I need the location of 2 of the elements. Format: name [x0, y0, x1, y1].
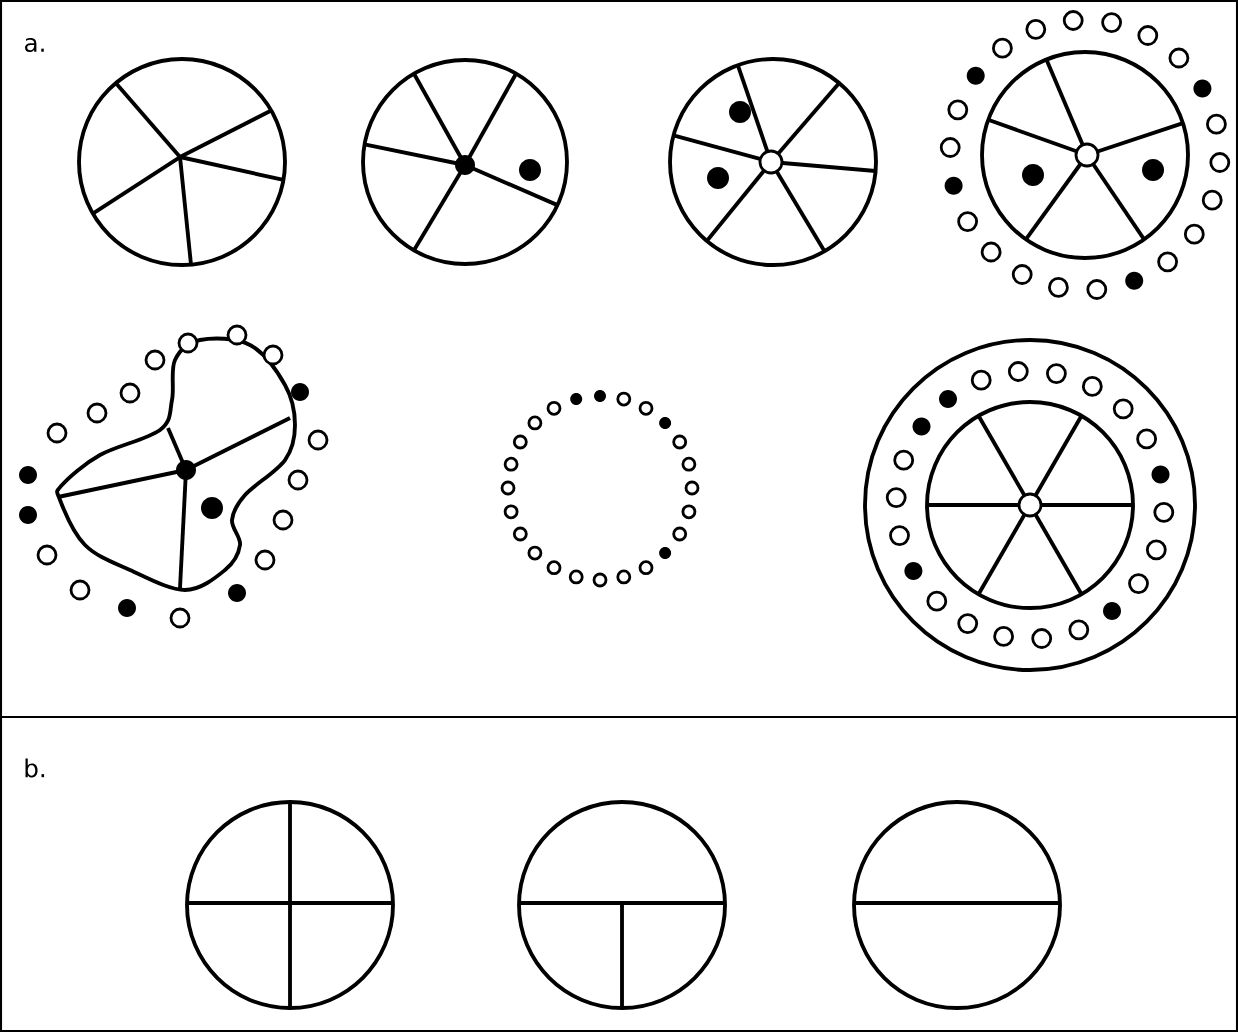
panel-label: a. [25, 37, 44, 53]
panel-label: b. [25, 758, 45, 778]
